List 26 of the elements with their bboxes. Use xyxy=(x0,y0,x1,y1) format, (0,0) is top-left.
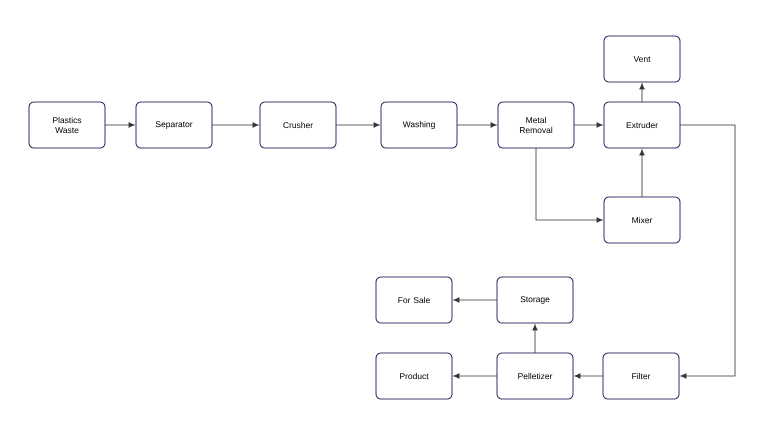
arrow xyxy=(453,297,497,303)
process-box: Mixer xyxy=(604,196,680,244)
arrow xyxy=(105,122,135,128)
arrow xyxy=(536,148,603,223)
arrow xyxy=(639,83,645,102)
arrow xyxy=(453,373,497,379)
process-box: Separator xyxy=(136,102,212,148)
process-box: Plastics Waste xyxy=(28,102,106,148)
process-box: Pelletizer xyxy=(496,352,574,400)
arrow xyxy=(532,324,538,353)
process-box: Extruder xyxy=(604,102,680,148)
process-box: Filter xyxy=(602,352,680,400)
process-box: Washing xyxy=(380,102,458,148)
arrow xyxy=(336,122,380,128)
arrow xyxy=(639,149,645,197)
arrow xyxy=(574,122,603,128)
process-box: Crusher xyxy=(260,102,336,148)
process-box: Vent xyxy=(604,36,680,82)
arrow xyxy=(212,122,259,128)
process-box: Storage xyxy=(496,276,574,324)
arrow xyxy=(457,122,497,128)
arrow xyxy=(680,124,736,379)
process-box: Metal Removal xyxy=(498,102,574,148)
process-box: For Sale xyxy=(376,276,452,324)
process-box: Product xyxy=(376,352,452,400)
arrow xyxy=(574,373,603,379)
